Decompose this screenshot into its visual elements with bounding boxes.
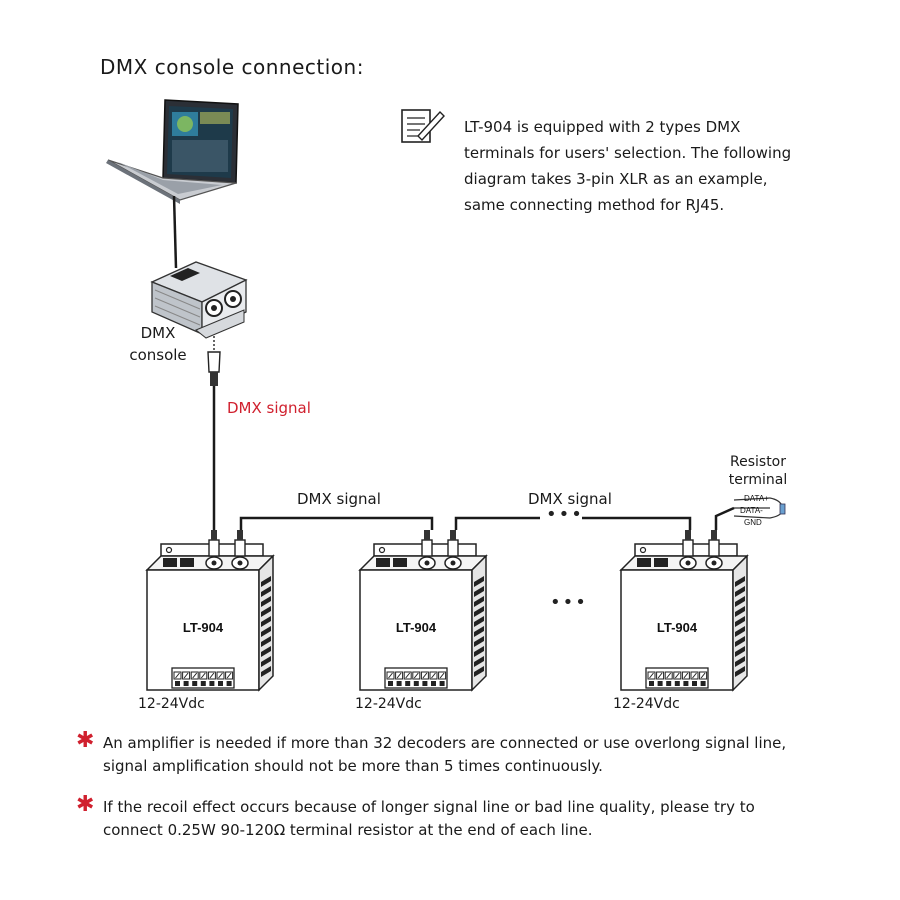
decoder-voltage: 12-24Vdc [138, 696, 205, 712]
resistor-label: Resistor terminal [718, 453, 798, 489]
info-text: LT-904 is equipped with 2 types DMX term… [464, 114, 824, 218]
dmx-console-icon [150, 261, 248, 339]
resistor-pin-gnd: GND [744, 518, 762, 527]
decoder-voltage: 12-24Vdc [613, 696, 680, 712]
console-label-line: console [129, 346, 187, 364]
note-line: connect 0.25W 90-120Ω terminal resistor … [103, 821, 593, 839]
decoder-voltage: 12-24Vdc [355, 696, 422, 712]
resistor-pin-data-plus: DATA+ [744, 494, 769, 503]
info-line: diagram takes 3-pin XLR as an example, [464, 170, 768, 188]
signal-label: DMX signal [528, 490, 612, 508]
note-line: signal amplification should not be more … [103, 757, 603, 775]
signal-label: DMX signal [297, 490, 381, 508]
laptop-icon [106, 99, 239, 204]
notepad-pen-icon [401, 109, 445, 143]
xlr-plug-icon [207, 351, 221, 386]
resistor-label-line: terminal [728, 472, 788, 488]
decoder-device: LT-904 [145, 530, 275, 692]
note-line: If the recoil effect occurs because of l… [103, 798, 755, 816]
resistor-pin-data-minus: DATA- [740, 506, 763, 515]
signal-label-red: DMX signal [227, 399, 311, 417]
decoder-label: LT-904 [396, 620, 437, 635]
asterisk-icon: ✱ [76, 792, 95, 817]
resistor-label-line: Resistor [730, 454, 786, 470]
decoder-device: LT-904 [619, 530, 749, 692]
page-title: DMX console connection: [100, 55, 364, 79]
info-line: LT-904 is equipped with 2 types DMX [464, 118, 741, 136]
resistor-terminal-icon: DATA+ DATA- GND [733, 494, 786, 527]
console-label-line: DMX [140, 324, 176, 342]
decoder-ellipsis: ••• [550, 592, 588, 613]
decoder-label: LT-904 [657, 620, 698, 635]
info-line: same connecting method for RJ45. [464, 196, 725, 214]
console-label: DMX console [120, 322, 196, 366]
note-line: An amplifier is needed if more than 32 d… [103, 734, 787, 752]
decoder-device: LT-904 [358, 530, 488, 692]
decoder-label: LT-904 [183, 620, 224, 635]
asterisk-icon: ✱ [76, 728, 95, 753]
info-line: terminals for users' selection. The foll… [464, 144, 792, 162]
chain-ellipsis: ••• [546, 504, 584, 525]
